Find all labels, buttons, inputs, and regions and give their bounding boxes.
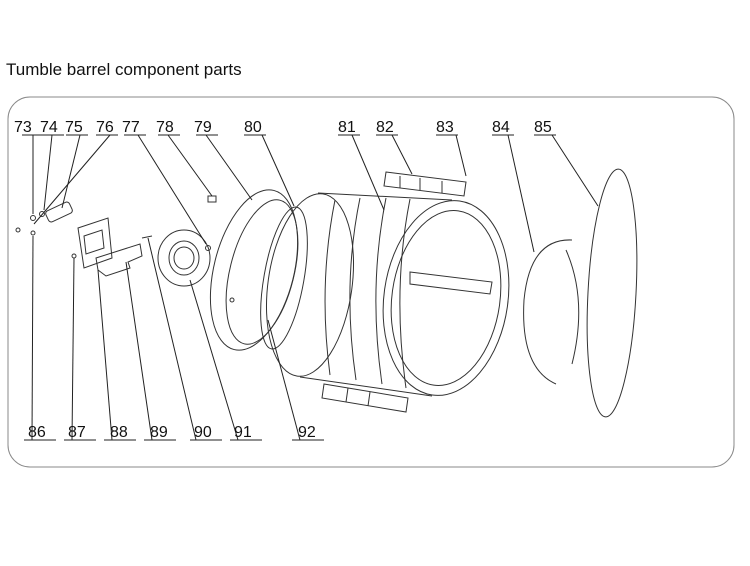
part-front-ring: [586, 168, 638, 418]
diagram-frame: [7, 96, 735, 468]
part-bearing-disc: [157, 229, 211, 287]
part-clip: [207, 195, 217, 203]
label-92: 92: [298, 424, 316, 441]
part-lifter-inner: [409, 271, 493, 295]
diagram-title: Tumble barrel component parts: [6, 60, 242, 79]
part-drum: [265, 192, 510, 397]
leader-lines-top: [22, 134, 599, 253]
part-seal-ring: [523, 239, 580, 385]
label-91: 91: [234, 424, 252, 441]
leader-lines-bottom: [24, 235, 324, 441]
part-gasket: [260, 206, 308, 350]
label-85: 85: [534, 119, 552, 136]
label-87: 87: [68, 424, 86, 441]
label-74: 74: [40, 119, 58, 136]
label-73: 73: [14, 119, 32, 136]
label-77: 77: [122, 119, 140, 136]
part-bracket: [71, 217, 143, 277]
part-lifter-top: [383, 171, 467, 197]
label-84: 84: [492, 119, 510, 136]
part-screws-small: [15, 201, 73, 236]
label-81: 81: [338, 119, 356, 136]
label-86: 86: [28, 424, 46, 441]
label-83: 83: [436, 119, 454, 136]
label-79: 79: [194, 119, 212, 136]
label-90: 90: [194, 424, 212, 441]
part-bolt: [141, 235, 211, 251]
part-lifter-bottom: [321, 383, 409, 413]
label-88: 88: [110, 424, 128, 441]
part-rear-panel: [209, 189, 299, 351]
label-78: 78: [156, 119, 174, 136]
label-89: 89: [150, 424, 168, 441]
label-82: 82: [376, 119, 394, 136]
label-75: 75: [65, 119, 83, 136]
label-76: 76: [96, 119, 114, 136]
label-80: 80: [244, 119, 262, 136]
